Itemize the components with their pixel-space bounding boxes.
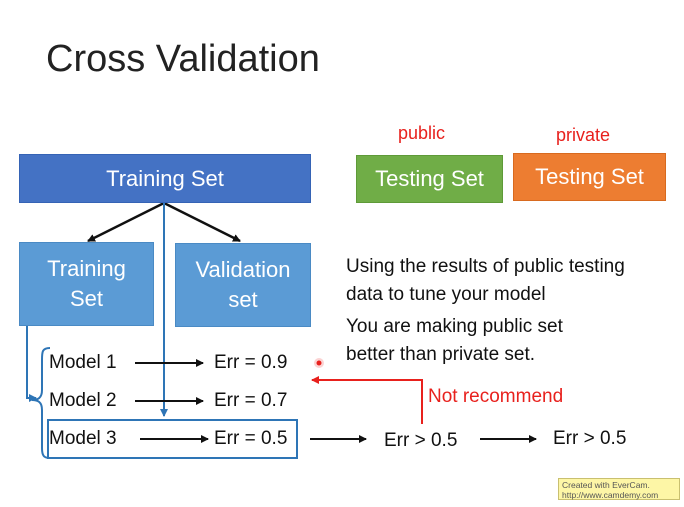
watermark-line-2: http://www.camdemy.com bbox=[562, 490, 659, 500]
model-2-label: Model 2 bbox=[49, 390, 117, 411]
private-testing-set-box: Testing Set bbox=[513, 153, 666, 201]
not-recommend-arrow bbox=[311, 376, 423, 424]
watermark-badge: Created with EverCam. http://www.camdemy… bbox=[558, 478, 680, 500]
note-line-3: You are making public set bbox=[346, 316, 563, 337]
err-private-label: Err > 0.5 bbox=[553, 428, 627, 449]
err-2-label: Err = 0.7 bbox=[214, 390, 288, 411]
validation-set-box: Validation set bbox=[175, 243, 311, 327]
public-label: public bbox=[398, 123, 446, 143]
models-brace bbox=[31, 347, 51, 459]
validation-set-label: Validation set bbox=[195, 257, 291, 312]
train-to-models-arrow bbox=[26, 326, 37, 402]
private-label: private bbox=[556, 125, 611, 145]
training-set-box: Training Set bbox=[19, 154, 311, 203]
training-subset-label: Training Set bbox=[47, 256, 126, 311]
not-recommend-label: Not recommend bbox=[428, 386, 564, 407]
note-line-1: Using the results of public testing bbox=[346, 256, 625, 277]
split-arrow-right bbox=[163, 201, 241, 243]
public-testing-set-label: Testing Set bbox=[375, 166, 484, 192]
note-line-2: data to tune your model bbox=[346, 284, 546, 305]
model-1-label: Model 1 bbox=[49, 352, 117, 373]
public-testing-set-box: Testing Set bbox=[356, 155, 503, 203]
err-1-label: Err = 0.9 bbox=[214, 352, 288, 373]
split-arrow-left bbox=[87, 201, 165, 243]
training-subset-box: Training Set bbox=[19, 242, 154, 326]
slide-title: Cross Validation bbox=[46, 38, 320, 80]
model-3-label: Model 3 bbox=[49, 428, 117, 449]
training-set-label: Training Set bbox=[106, 165, 224, 191]
err-3-label: Err = 0.5 bbox=[214, 428, 288, 449]
private-testing-set-label: Testing Set bbox=[535, 164, 644, 190]
err-public-label: Err > 0.5 bbox=[384, 430, 458, 451]
model-3-highlight bbox=[47, 419, 298, 459]
note-line-4: better than private set. bbox=[346, 344, 536, 365]
watermark-line-1: Created with EverCam. bbox=[562, 480, 650, 490]
